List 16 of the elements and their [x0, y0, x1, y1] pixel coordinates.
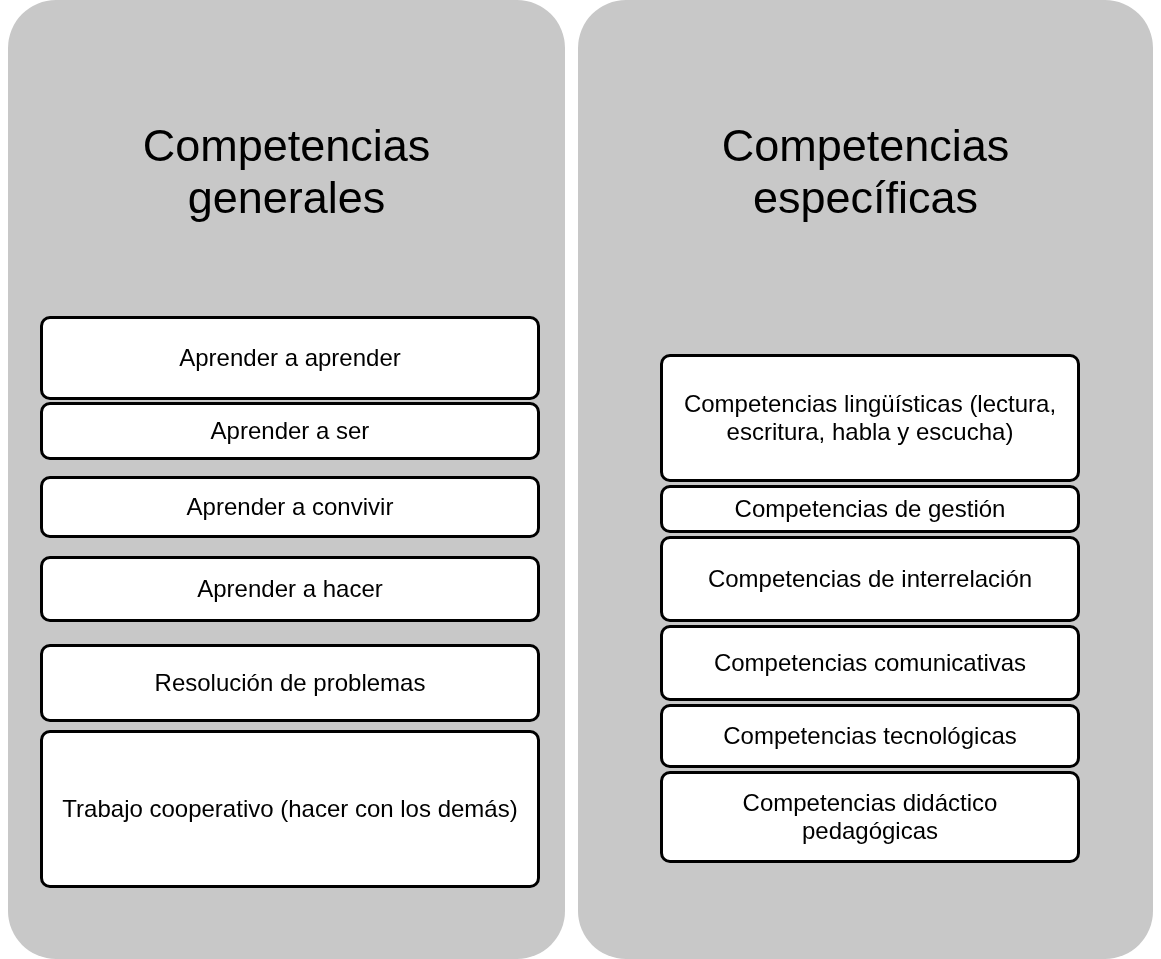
- competency-box: Competencias didáctico pedagógicas: [660, 771, 1080, 863]
- competency-box: Resolución de problemas: [40, 644, 540, 722]
- group-panel: [8, 0, 565, 959]
- panel-title: Competencias generales: [141, 120, 432, 224]
- group-panel: [578, 0, 1153, 959]
- competency-box: Competencias comunicativas: [660, 625, 1080, 701]
- panel-title: Competencias específicas: [720, 120, 1011, 224]
- competency-box: Aprender a convivir: [40, 476, 540, 538]
- competency-box: Trabajo cooperativo (hacer con los demás): [40, 730, 540, 888]
- competency-box: Competencias de interrelación: [660, 536, 1080, 622]
- competency-box: Aprender a hacer: [40, 556, 540, 622]
- competency-box: Aprender a aprender: [40, 316, 540, 400]
- competency-box: Aprender a ser: [40, 402, 540, 460]
- competency-box: Competencias lingüísticas (lectura, escritura, habla y escucha): [660, 354, 1080, 482]
- competency-box: Competencias de gestión: [660, 485, 1080, 533]
- competency-box: Competencias tecnológicas: [660, 704, 1080, 768]
